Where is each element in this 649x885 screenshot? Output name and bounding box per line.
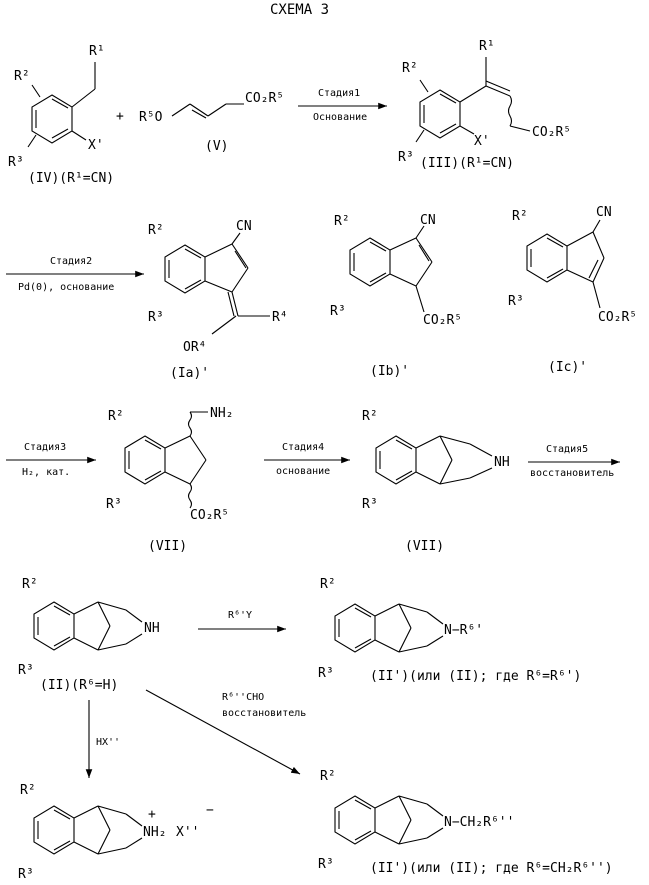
compound-iii: R¹ R² R³ X' CO₂R⁵ (III)(R¹=CN) [398,39,571,171]
nh-label: NH [494,455,510,470]
co2r5-label: CO₂R⁵ [190,508,229,523]
r3-label: R³ [18,663,34,678]
r3-label: R³ [318,666,334,681]
r2-label: R² [148,223,164,238]
r2-label: R² [362,409,378,424]
or4-label: OR⁴ [183,340,206,355]
compound-ii-salt: NH₂ + X'' − R² R³ [18,783,214,882]
label-vii-b: (VII) [405,539,444,554]
scheme-title: СХЕМА 3 [270,2,329,18]
compound-vii-b: NH R² R³ (VII) [362,409,510,554]
stage5-label: Стадия5 [546,444,588,455]
r3-label: R³ [330,304,346,319]
r2-label: R² [22,577,38,592]
compound-ia: CN R² R³ R⁴ OR⁴ (Ia)' [148,219,288,381]
r2-label: R² [320,769,336,784]
r3-label: R³ [106,497,122,512]
r1-label: R¹ [479,39,495,54]
stage1-reagent: Основание [313,112,367,123]
label-iii: (III)(R¹=CN) [420,156,514,171]
plus-sign: + [116,109,124,124]
compound-ii: NH R² R³ (II)(R⁶=H) [18,577,160,693]
r6y-reagent: R⁶'Y [228,610,252,621]
label-ib: (Ib)' [370,364,409,379]
r3-label: R³ [398,150,414,165]
r2-label: R² [334,214,350,229]
r4-label: R⁴ [272,310,288,325]
label-v: (V) [205,139,228,154]
r2-label: R² [14,69,30,84]
label-ii-prime-1: (II')(или (II); где R⁶=R⁶') [370,669,581,684]
counterion-label: X'' [176,825,199,840]
co2r5-label: CO₂R⁵ [423,313,462,328]
r2-label: R² [108,409,124,424]
compound-ic: CN R² R³ CO₂R⁵ (Ic)' [508,205,637,375]
r3-label: R³ [18,867,34,882]
label-ii-prime-2: (II')(или (II); где R⁶=CH₂R⁶'') [370,861,613,876]
compound-ii-prime-1: N−R⁶' R² R³ (II')(или (II); где R⁶=R⁶') [318,577,581,684]
co2r5-label: CO₂R⁵ [598,310,637,325]
stage5-reagent: восстановитель [530,468,614,479]
nh2-plus-label: NH₂ [143,825,166,840]
charge-minus: − [206,803,214,818]
xp-label: X' [474,134,490,149]
stage4-label: Стадия4 [282,442,324,453]
r2-label: R² [512,209,528,224]
compound-iv: R¹ R² R³ X' (IV)(R¹=CN) [8,44,114,186]
stage1-label: Стадия1 [318,88,360,99]
label-iv: (IV)(R¹=CN) [28,171,114,186]
stage3-label: Стадия3 [24,442,66,453]
cho-reductant: восстановитель [222,708,306,719]
stage4-reagent: основание [276,466,330,477]
cn-label: CN [420,213,436,228]
r3-label: R³ [318,857,334,872]
cn-label: CN [236,219,252,234]
cho-reagent: R⁶''CHO [222,692,264,703]
co2r5-label: CO₂R⁵ [532,125,571,140]
r5o-label: R⁵O [139,110,163,125]
xp-label: X' [88,138,104,153]
stage2-reagent: Pd(0), основание [18,282,114,293]
r2-label: R² [402,61,418,76]
nh2-label: NH₂ [210,406,233,421]
nh-label: NH [144,621,160,636]
label-ic: (Ic)' [548,360,587,375]
co2r5-label: CO₂R⁵ [245,91,284,106]
stage2-label: Стадия2 [50,256,92,267]
compound-v: R⁵O CO₂R⁵ (V) [139,91,284,154]
r3-label: R³ [508,294,524,309]
r3-label: R³ [362,497,378,512]
label-ia: (Ia)' [170,366,209,381]
compound-vii-a: NH₂ R² R³ CO₂R⁵ (VII) [106,406,233,554]
stage3-reagent: H₂, кат. [22,467,70,478]
n-r6p-label: N−R⁶' [444,623,483,638]
r3-label: R³ [148,310,164,325]
hx-reagent: HX'' [96,737,120,748]
r2-label: R² [320,577,336,592]
compound-ii-prime-2: N−CH₂R⁶'' R² R³ (II')(или (II); где R⁶=C… [318,769,613,876]
n-ch2r6pp-label: N−CH₂R⁶'' [444,815,514,830]
r2-label: R² [20,783,36,798]
charge-plus: + [148,807,156,822]
label-ii: (II)(R⁶=H) [40,678,118,693]
label-vii-a: (VII) [148,539,187,554]
r1-label: R¹ [89,44,105,59]
r3-label: R³ [8,155,24,170]
compound-ib: CN R² R³ CO₂R⁵ (Ib)' [330,213,462,379]
cn-label: CN [596,205,612,220]
